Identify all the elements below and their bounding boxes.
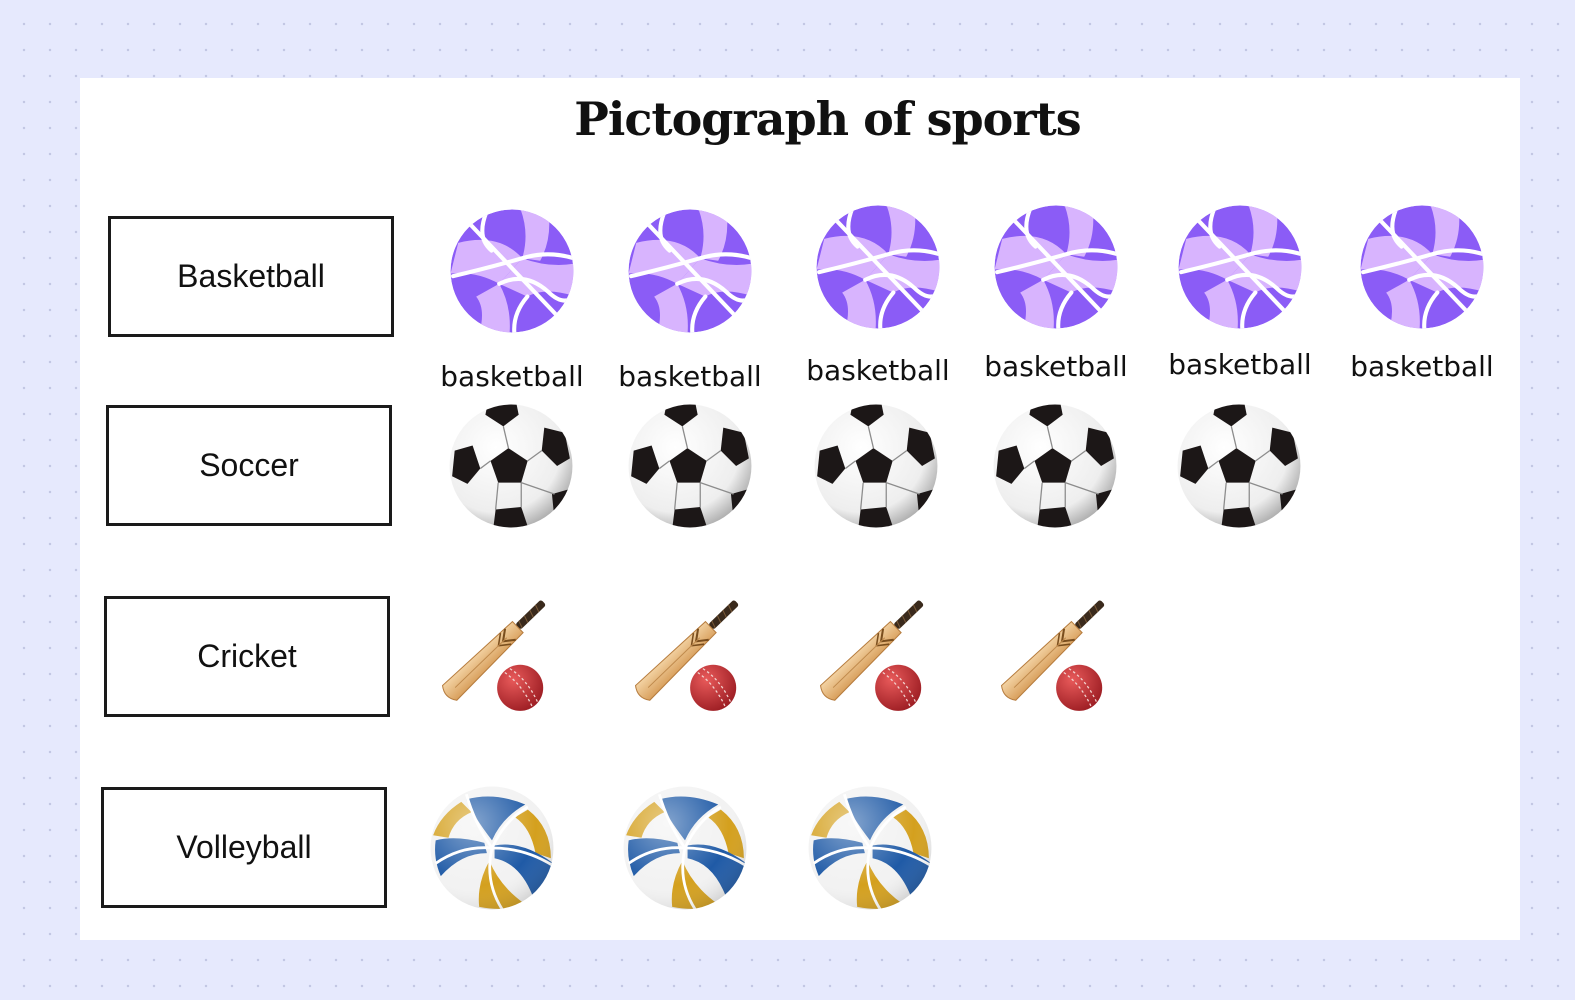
basketball-icon — [628, 209, 752, 333]
icon-caption: basketball — [984, 350, 1128, 383]
soccer-ball-icon — [449, 404, 573, 528]
icon-caption: basketball — [440, 360, 584, 393]
category-label-cricket: Cricket — [104, 596, 390, 717]
icon-caption: basketball — [618, 360, 762, 393]
basketball-icon — [994, 205, 1118, 329]
cricket-bat-ball-icon — [441, 600, 546, 711]
volleyball-icon — [623, 786, 747, 910]
basketball-icon — [450, 209, 574, 333]
soccer-ball-icon — [814, 404, 938, 528]
cricket-bat-ball-icon — [634, 600, 739, 711]
category-label-basketball: Basketball — [108, 216, 394, 337]
basketball-icon — [1178, 205, 1302, 329]
soccer-ball-icon — [1177, 404, 1301, 528]
basketball-icon — [816, 205, 940, 329]
volleyball-icon — [430, 786, 554, 910]
cricket-bat-ball-icon — [1000, 600, 1105, 711]
basketball-icon — [1360, 205, 1484, 329]
chart-title: Pictograph of sports — [574, 92, 1081, 146]
icon-caption: basketball — [1350, 350, 1494, 383]
icon-caption: basketball — [806, 354, 950, 387]
soccer-ball-icon — [993, 404, 1117, 528]
soccer-ball-icon — [628, 404, 752, 528]
category-label-soccer: Soccer — [106, 405, 392, 526]
category-label-volleyball: Volleyball — [101, 787, 387, 908]
icon-caption: basketball — [1168, 348, 1312, 381]
cricket-bat-ball-icon — [819, 600, 924, 711]
volleyball-icon — [808, 786, 932, 910]
